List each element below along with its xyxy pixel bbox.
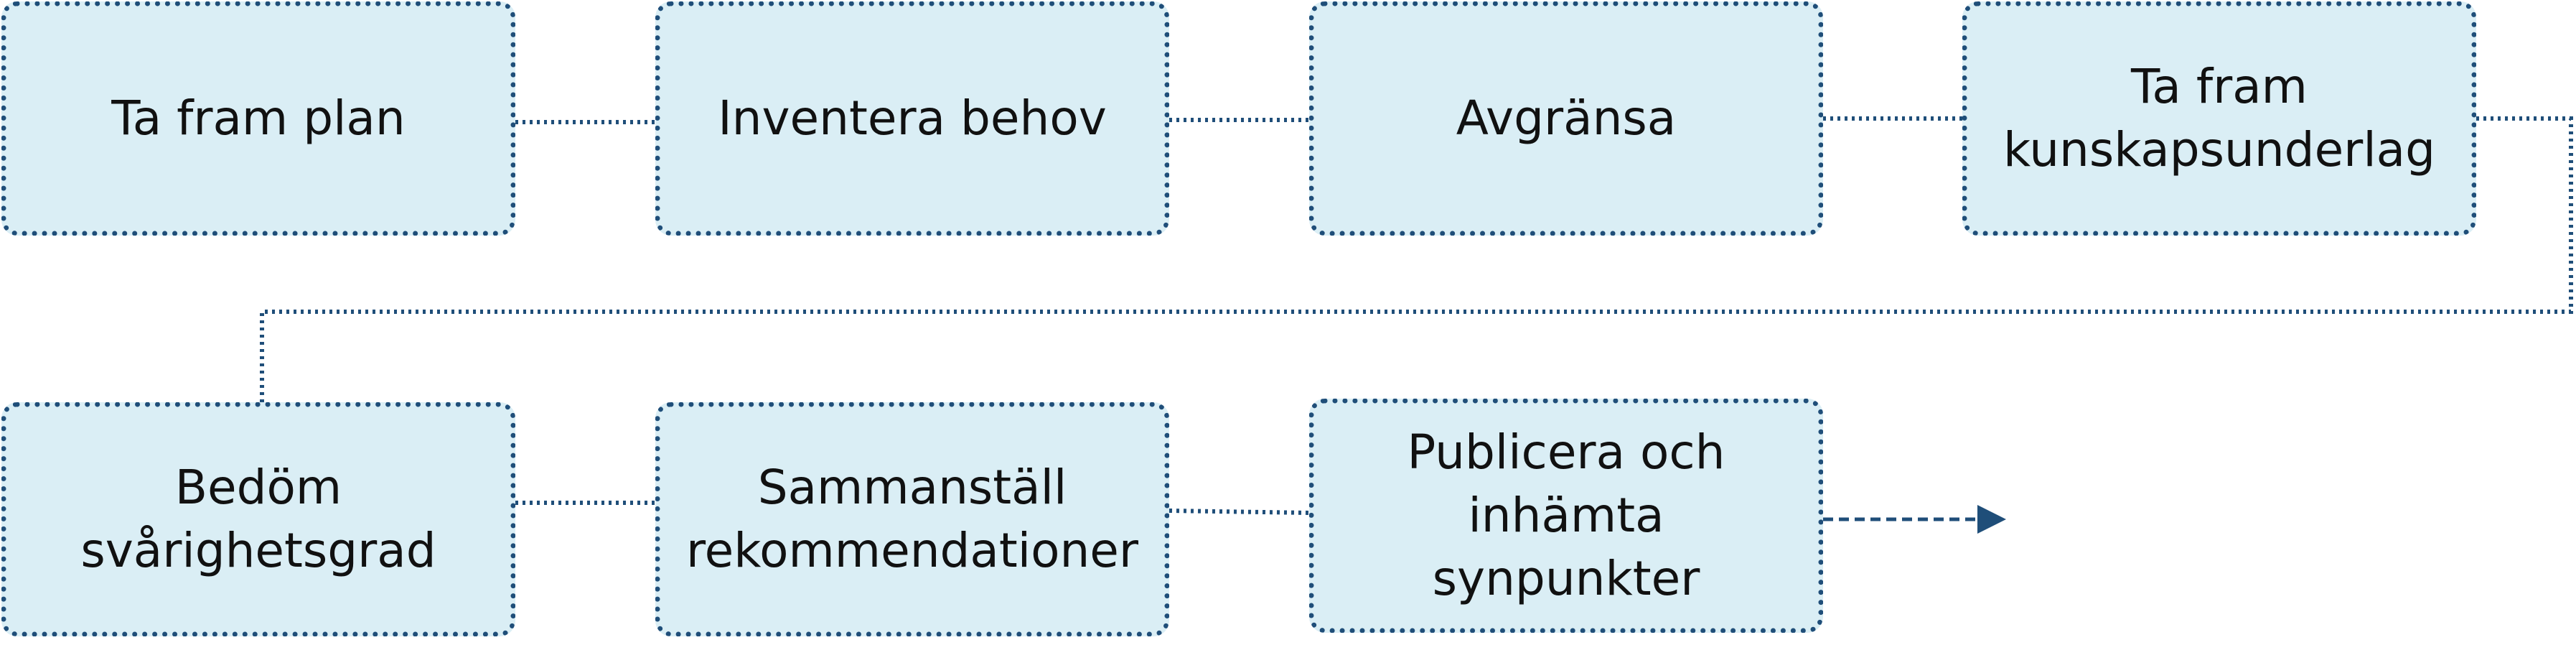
step-label: Publicera och inhämta synpunkter (1407, 424, 1725, 606)
connector-4-5 (260, 116, 2573, 402)
step-label: Sammanställ rekommendationer (685, 460, 1139, 578)
connector-6-7 (1168, 509, 1310, 515)
step-label: Bedöm svårighetsgrad (80, 460, 436, 578)
step-sammanstall-rekommendationer: Sammanställ rekommendationer (655, 402, 1169, 636)
step-ta-fram-kunskapsunderlag: Ta fram kunskapsunderlag (1962, 1, 2476, 236)
step-avgransa: Avgränsa (1309, 1, 1823, 236)
step-label: Inventera behov (718, 91, 1107, 146)
step-label: Ta fram kunskapsunderlag (2003, 59, 2435, 177)
step-bedom-svarighetsgrad: Bedöm svårighetsgrad (1, 402, 515, 636)
step-label: Ta fram plan (111, 91, 406, 146)
step-ta-fram-plan: Ta fram plan (1, 1, 515, 236)
step-publicera-och-inhamta-synpunkter: Publicera och inhämta synpunkter (1309, 399, 1823, 633)
step-inventera-behov: Inventera behov (655, 1, 1169, 236)
step-label: Avgränsa (1456, 91, 1677, 146)
